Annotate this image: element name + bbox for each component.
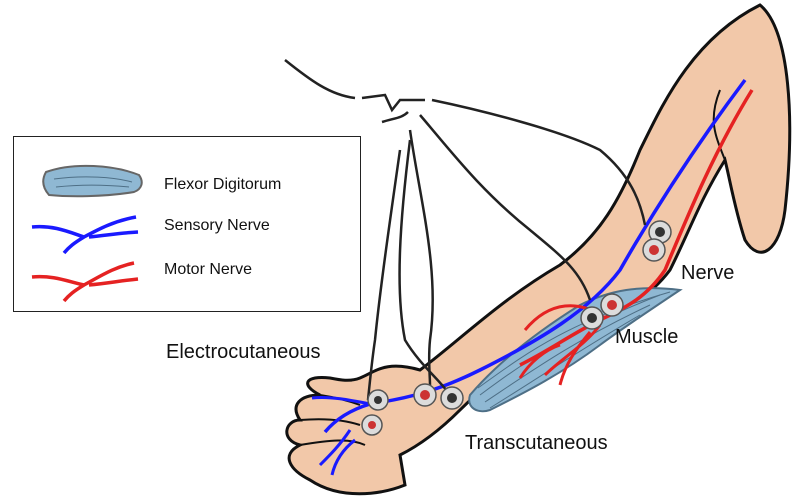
legend-label-motor: Motor Nerve [164, 261, 253, 278]
legend-label-flexor: Flexor Digitorum [164, 176, 282, 193]
motor-nerve-main [519, 89, 754, 367]
legend-swatches [31, 164, 143, 303]
legend-box: Flexor Digitorum Sensory Nerve Motor Ner… [13, 136, 361, 312]
electrode-wrist [413, 383, 464, 410]
arm-silhouette [285, 3, 792, 496]
legend-sensory-swatch [31, 215, 139, 255]
electrode-forearm-upper [642, 220, 672, 262]
legend-motor-swatch [31, 261, 139, 303]
legend-label-sensory: Sensory Nerve [164, 217, 270, 234]
callout-transcutaneous: Transcutaneous [465, 432, 608, 454]
electrode-palm [361, 389, 389, 436]
electrode-cables [284, 59, 647, 401]
callout-muscle: Muscle [615, 326, 679, 348]
legend-flexor-swatch [42, 164, 143, 198]
callout-nerve: Nerve [681, 262, 735, 284]
electrode-muscle [580, 293, 624, 330]
callout-electrocutaneous: Electrocutaneous [166, 341, 321, 363]
elbow-line [712, 89, 726, 161]
sensory-nerve-branch [311, 396, 371, 476]
